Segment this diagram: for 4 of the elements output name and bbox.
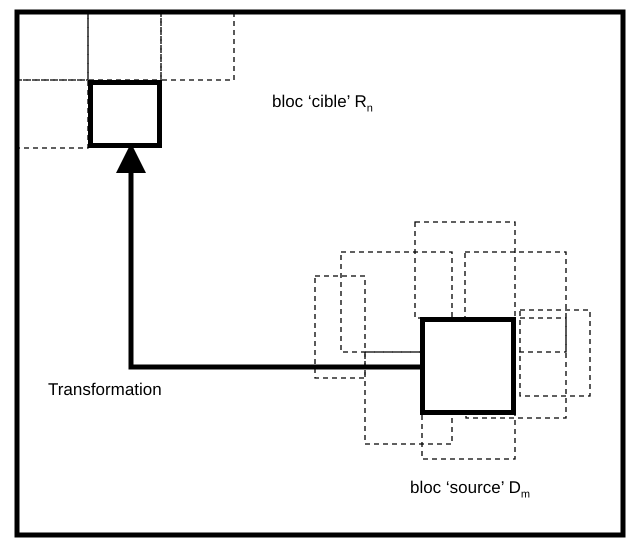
block-label: bloc ‘source’ D$_{m}$ bbox=[410, 478, 530, 502]
block-label: bloc ‘cible’ R$_{n}$ bbox=[272, 92, 373, 116]
block-square bbox=[88, 80, 162, 148]
block-square bbox=[420, 317, 516, 415]
